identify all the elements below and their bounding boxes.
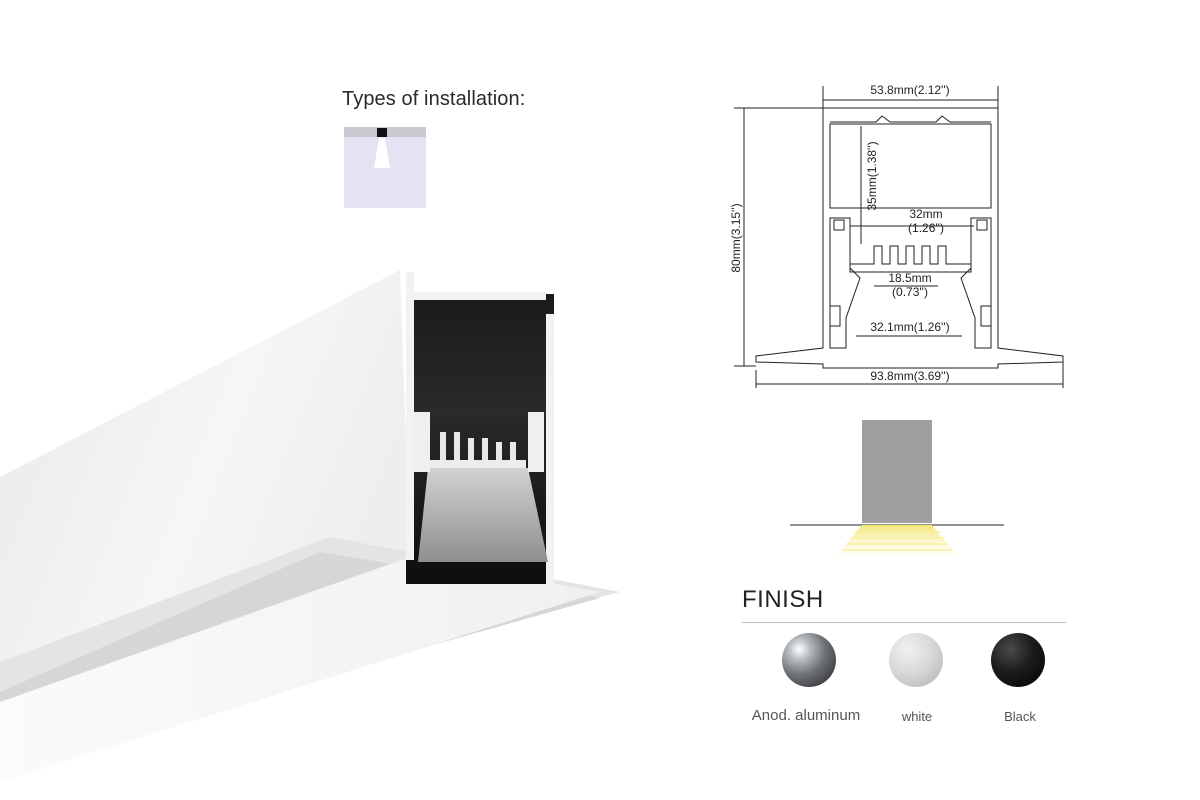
dim-width-small-inch: (0.73'') <box>892 285 928 299</box>
dim-width-mid: 32mm <box>909 207 942 221</box>
installation-title: Types of installation: <box>342 88 526 110</box>
white-finish-swatch <box>889 633 943 687</box>
recessed-mount-icon <box>344 127 426 208</box>
dim-height-total: 80mm(3.15'') <box>729 203 743 272</box>
finish-divider <box>742 622 1066 623</box>
black-finish-swatch <box>991 633 1045 687</box>
dim-width-lower: 32.1mm(1.26'') <box>870 320 949 334</box>
profile-render-image <box>0 270 620 782</box>
finish-label-white: white <box>901 709 933 724</box>
dim-width-top: 53.8mm(2.12'') <box>870 83 949 97</box>
finish-title: FINISH <box>742 586 824 613</box>
dim-width-bottom: 93.8mm(3.69'') <box>870 369 949 383</box>
finish-label-aluminum: Anod. aluminum <box>751 707 861 724</box>
dim-width-mid-inch: (1.26'') <box>908 221 944 235</box>
dim-width-small: 18.5mm <box>888 271 931 285</box>
recessed-light-diagram <box>790 420 1004 557</box>
aluminum-finish-swatch <box>782 633 836 687</box>
cross-section-drawing: 53.8mm(2.12'') 80mm(3.15'') 35mm(1.38'')… <box>729 83 1064 388</box>
finish-label-black: Black <box>1004 709 1036 724</box>
dim-height-inner: 35mm(1.38'') <box>865 141 879 210</box>
